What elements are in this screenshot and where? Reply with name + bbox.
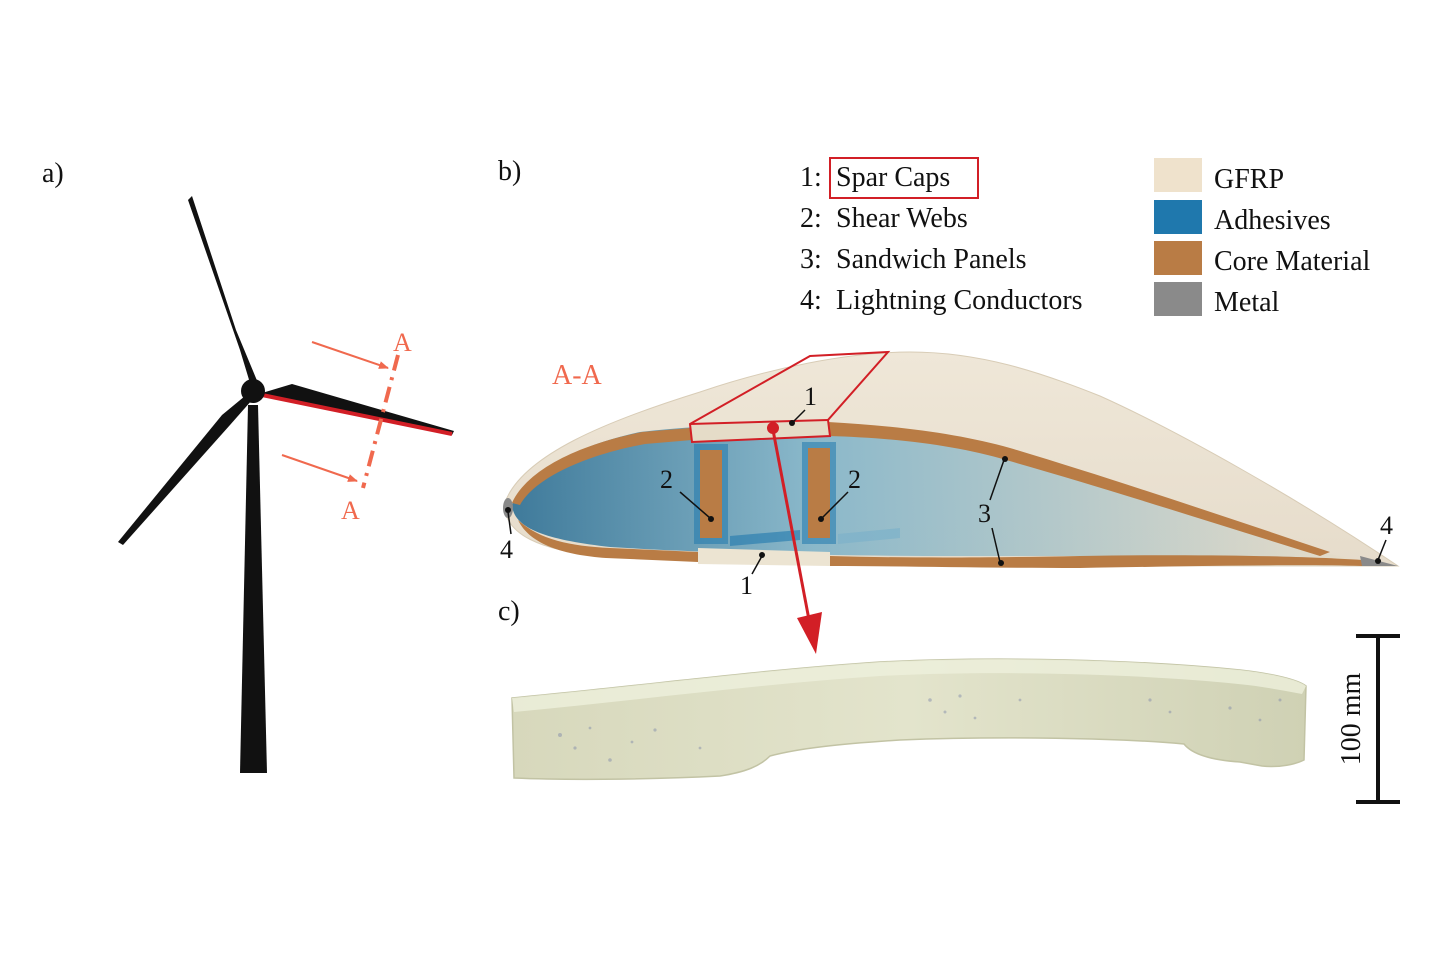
material-swatch-core	[1154, 241, 1202, 275]
callout-sandwich: 3	[978, 499, 991, 528]
material-swatch-gfrp	[1154, 158, 1202, 192]
highlighted-blade-edge	[261, 393, 453, 436]
callout-conductor-left: 4	[500, 535, 513, 564]
component-3-number: 3:	[800, 244, 822, 275]
component-1-number: 1:	[800, 162, 822, 193]
pointer-arrowhead	[797, 612, 822, 654]
turbine-hub	[241, 379, 265, 403]
callout-spar-cap-top: 1	[804, 382, 817, 411]
section-title: A-A	[552, 360, 603, 391]
material-name-gfrp: GFRP	[1214, 164, 1284, 195]
component-legend: 1: Spar Caps 2: Shear Webs 3: Sandwich P…	[800, 157, 1083, 316]
top-sandwich-core-right	[828, 422, 1330, 556]
wind-turbine	[118, 196, 454, 773]
panel-b-label: b)	[498, 156, 521, 187]
material-legend: GFRP Adhesives Core Material Metal	[1154, 158, 1370, 318]
section-marker-top: A	[393, 328, 412, 357]
shear-web-left	[694, 444, 728, 544]
callout-spar-cap-bottom: 1	[740, 571, 753, 600]
panel-c-label: c)	[498, 596, 520, 627]
bottom-sandwich-core-right	[830, 555, 1362, 568]
spar-cap-highlight-edge	[689, 419, 829, 425]
top-sandwich-core	[512, 428, 692, 505]
scale-bar-label: 100 mm	[1336, 673, 1367, 766]
turbine-blade-top	[188, 196, 258, 383]
turbine-tower	[240, 405, 267, 773]
adhesive-strip-right	[838, 528, 900, 544]
material-name-metal: Metal	[1214, 287, 1280, 318]
shear-web-right	[802, 442, 836, 544]
pointer-line	[771, 429, 812, 626]
callouts: 1 1 2 2 3 4 4	[500, 382, 1393, 600]
section-arrow-bottom	[281, 454, 358, 482]
component-4-number: 4:	[800, 285, 822, 316]
component-1-name: Spar Caps	[836, 162, 950, 193]
callout-conductor-right: 4	[1380, 511, 1393, 540]
component-2-number: 2:	[800, 203, 822, 234]
section-line	[361, 354, 400, 489]
spar-caps-highlight-box	[829, 157, 979, 199]
bottom-sandwich-core	[518, 520, 698, 562]
material-swatch-adhesives	[1154, 200, 1202, 234]
blade-cross-section	[503, 350, 1400, 568]
turbine-blade-right	[262, 384, 454, 435]
component-3-name: Sandwich Panels	[836, 244, 1027, 275]
material-name-adhesives: Adhesives	[1214, 205, 1331, 236]
section-cut: A A	[281, 328, 412, 525]
material-name-core: Core Material	[1214, 246, 1370, 277]
specimen-top-face	[512, 659, 1306, 712]
specimen-texture	[558, 694, 1282, 762]
component-4-name: Lightning Conductors	[836, 285, 1083, 316]
scale-bar: 100 mm	[1336, 634, 1400, 804]
panel-a-label: a)	[42, 158, 64, 189]
adhesive-strip-left	[730, 530, 800, 546]
material-swatch-metal	[1154, 282, 1202, 316]
section-arrow-top	[311, 341, 389, 369]
pointer-origin-dot	[767, 422, 779, 434]
component-2-name: Shear Webs	[836, 203, 968, 234]
callout-web-right: 2	[848, 465, 861, 494]
section-marker-bottom: A	[341, 496, 360, 525]
spar-cap-specimen	[511, 658, 1307, 781]
detail-pointer	[767, 422, 822, 654]
turbine-blade-left	[118, 396, 252, 545]
callout-web-left: 2	[660, 465, 673, 494]
